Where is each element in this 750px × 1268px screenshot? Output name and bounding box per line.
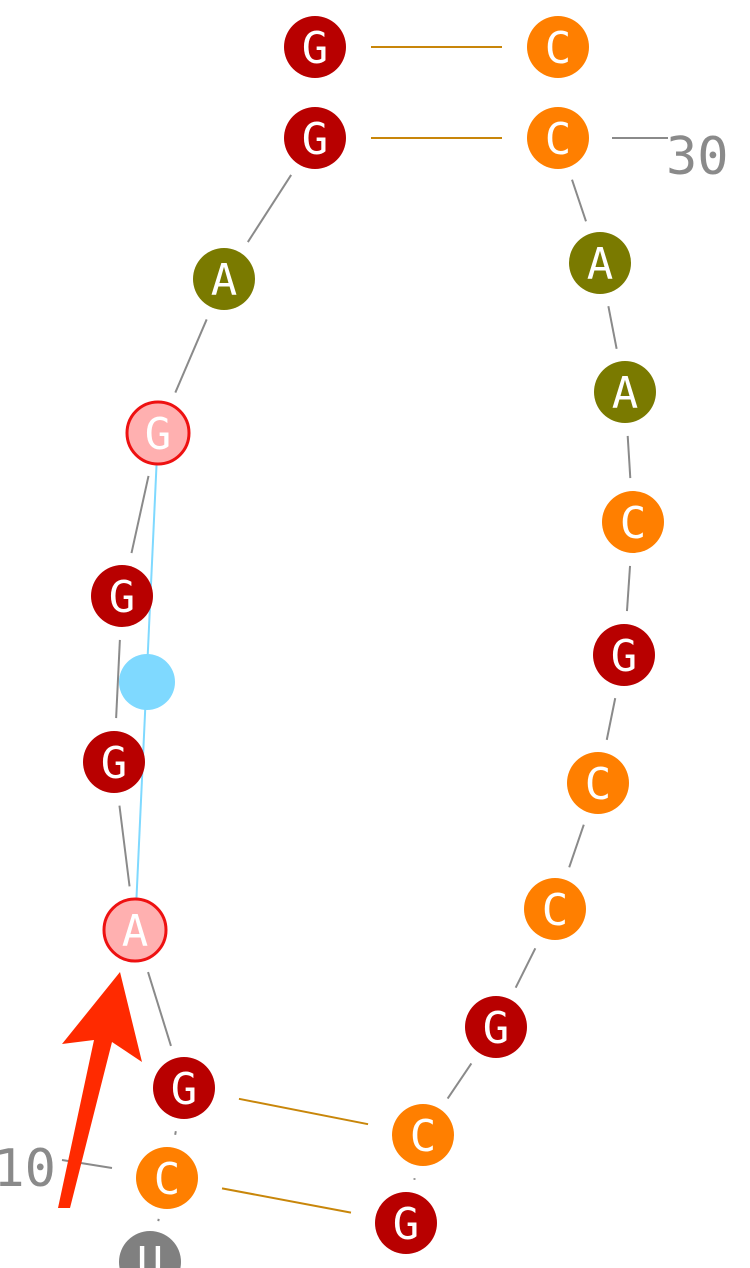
nucleotide-base-label: G (302, 114, 329, 165)
position-label: 30 (666, 127, 729, 187)
crosslink-midpoint-marker (119, 654, 175, 710)
nucleotide-base-label: G (109, 572, 136, 623)
backbone-segment (247, 174, 292, 243)
nucleotide-n11[interactable]: C (527, 16, 589, 78)
nucleotide-base-label: G (171, 1064, 198, 1115)
base-pair-line (238, 1097, 369, 1126)
nucleotide-circle (91, 565, 153, 627)
backbone-segment (605, 697, 617, 741)
nucleotide-circle (567, 752, 629, 814)
position-label: 10 (0, 1139, 56, 1199)
backbone-segment (174, 1131, 177, 1135)
nucleotide-n4[interactable]: A (102, 897, 168, 963)
nucleotide-circle (284, 107, 346, 169)
nucleotide-base-label: C (585, 759, 612, 810)
nucleotide-n13[interactable]: A (569, 232, 631, 294)
nucleotide-base-label: G (145, 409, 172, 460)
annotation-arrow-icon (58, 972, 142, 1208)
backbone-segment (607, 306, 618, 349)
nucleotide-n14[interactable]: A (594, 361, 656, 423)
nucleotide-n19[interactable]: G (465, 996, 527, 1058)
nucleotide-n3[interactable]: G (153, 1057, 215, 1119)
nucleotide-n9[interactable]: G (284, 16, 346, 78)
backbone-segment (130, 475, 150, 554)
nucleotide-circle (136, 1147, 198, 1209)
nucleotide-circle (125, 400, 191, 466)
nucleotide-n5[interactable]: G (83, 731, 145, 793)
nucleotide-n2[interactable]: C (136, 1147, 198, 1209)
nucleotide-base-label: C (542, 885, 569, 936)
nucleotide-base-label: U (137, 1238, 164, 1268)
nucleotide-circle (524, 878, 586, 940)
nucleotide-base-label: C (410, 1111, 437, 1162)
nucleotide-circle (602, 491, 664, 553)
nucleotide-circle (119, 1231, 181, 1268)
nucleotide-n1[interactable]: U (119, 1231, 181, 1268)
nucleotide-n6[interactable]: G (91, 565, 153, 627)
nucleotide-n16[interactable]: G (593, 624, 655, 686)
nucleotide-n17[interactable]: C (567, 752, 629, 814)
nucleotide-circle (153, 1057, 215, 1119)
nucleotide-n10[interactable]: G (284, 107, 346, 169)
nucleotide-n8[interactable]: A (193, 248, 255, 310)
nucleotide-n15[interactable]: C (602, 491, 664, 553)
nucleotide-circle (527, 16, 589, 78)
nucleotide-n20[interactable]: C (392, 1104, 454, 1166)
nucleotide-n12[interactable]: C (527, 107, 589, 169)
nucleotide-circle (569, 232, 631, 294)
nucleotide-circle (527, 107, 589, 169)
nucleotide-base-label: G (302, 23, 329, 74)
nucleotide-circle (83, 731, 145, 793)
nucleotide-circle (593, 624, 655, 686)
nucleotide-n7[interactable]: G (125, 400, 191, 466)
nucleotide-base-label: C (545, 114, 572, 165)
backbone-segment (514, 947, 537, 989)
nucleotide-base-label: A (211, 255, 238, 306)
backbone-segment (571, 179, 587, 222)
backbone-segment (446, 1062, 473, 1100)
nucleotide-base-label: A (587, 239, 614, 290)
nucleotide-base-label: G (393, 1199, 420, 1250)
nucleotide-circle (465, 996, 527, 1058)
nucleotide-base-label: C (545, 23, 572, 74)
backbone-segment (147, 971, 172, 1047)
nucleotide-circle (102, 897, 168, 963)
nucleotide-base-label: C (620, 498, 647, 549)
nucleotide-base-label: A (612, 368, 639, 419)
nucleotide-base-label: G (483, 1003, 510, 1054)
nucleotide-base-label: G (611, 631, 638, 682)
nucleotide-circle (193, 248, 255, 310)
nucleotide-circle (392, 1104, 454, 1166)
nucleotide-base-label: C (154, 1154, 181, 1205)
backbone-segment (115, 639, 121, 719)
backbone-segment (174, 319, 208, 393)
backbone-segment (625, 565, 632, 612)
base-pair-line (221, 1187, 352, 1214)
nucleotide-n21[interactable]: G (375, 1192, 437, 1254)
nucleotide-circle (284, 16, 346, 78)
backbone-segment (118, 805, 131, 887)
nucleotide-circle (594, 361, 656, 423)
nucleotide-circle (375, 1192, 437, 1254)
nucleotide-n18[interactable]: C (524, 878, 586, 940)
backbone-segment (626, 435, 632, 479)
backbone-segment (568, 824, 585, 868)
nucleotide-base-label: A (122, 906, 149, 957)
nucleotide-base-label: G (101, 738, 128, 789)
